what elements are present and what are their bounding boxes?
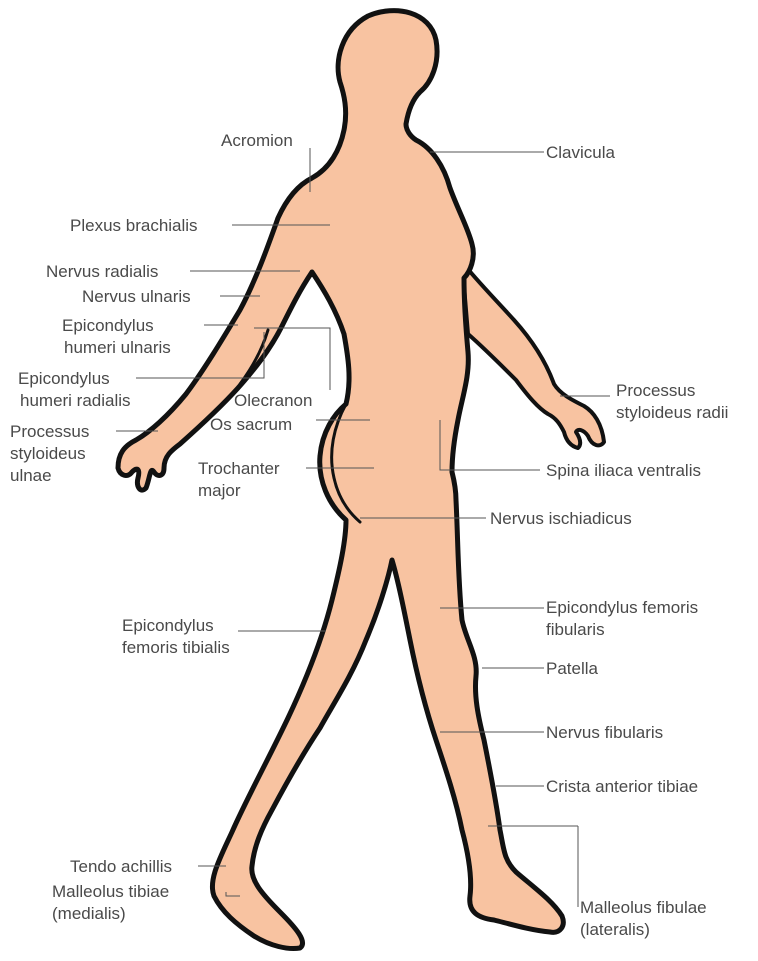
label-epicondylus-humeri-radialis-1: Epicondylus [18, 369, 110, 388]
label-trochanter-major-2: major [198, 481, 241, 500]
label-malleolus-tibiae-2: (medialis) [52, 904, 126, 923]
label-processus-styloideus-ulnae-2: styloideus [10, 444, 86, 463]
label-processus-styloideus-ulnae-3: ulnae [10, 466, 52, 485]
label-tendo-achillis: Tendo achillis [70, 857, 172, 876]
label-processus-styloideus-ulnae-1: Processus [10, 422, 89, 441]
label-nervus-ulnaris: Nervus ulnaris [82, 287, 191, 306]
label-malleolus-fibulae-2: (lateralis) [580, 920, 650, 939]
label-epicondylus-humeri-ulnaris-1: Epicondylus [62, 316, 154, 335]
label-nervus-radialis: Nervus radialis [46, 262, 158, 281]
label-epicondylus-humeri-radialis-2: humeri radialis [20, 391, 131, 410]
label-clavicula: Clavicula [546, 143, 616, 162]
label-nervus-ischiadicus: Nervus ischiadicus [490, 509, 632, 528]
label-nervus-fibularis: Nervus fibularis [546, 723, 663, 742]
label-epicondylus-femoris-fibularis-1: Epicondylus femoris [546, 598, 698, 617]
body-silhouette [118, 11, 563, 949]
label-spina-iliaca-ventralis: Spina iliaca ventralis [546, 461, 701, 480]
label-acromion: Acromion [221, 131, 293, 150]
label-epicondylus-femoris-fibularis-2: fibularis [546, 620, 605, 639]
label-malleolus-fibulae-1: Malleolus fibulae [580, 898, 707, 917]
far-arm [462, 262, 604, 448]
label-epicondylus-femoris-tibialis-2: femoris tibialis [122, 638, 230, 657]
label-epicondylus-humeri-ulnaris-2: humeri ulnaris [64, 338, 171, 357]
label-crista-anterior-tibiae: Crista anterior tibiae [546, 777, 698, 796]
label-processus-styloideus-radii-1: Processus [616, 381, 695, 400]
label-os-sacrum: Os sacrum [210, 415, 292, 434]
label-processus-styloideus-radii-2: styloideus radii [616, 403, 728, 422]
label-epicondylus-femoris-tibialis-1: Epicondylus [122, 616, 214, 635]
label-plexus-brachialis: Plexus brachialis [70, 216, 198, 235]
label-malleolus-tibiae-1: Malleolus tibiae [52, 882, 169, 901]
label-olecranon: Olecranon [234, 391, 312, 410]
label-patella: Patella [546, 659, 599, 678]
label-trochanter-major-1: Trochanter [198, 459, 280, 478]
